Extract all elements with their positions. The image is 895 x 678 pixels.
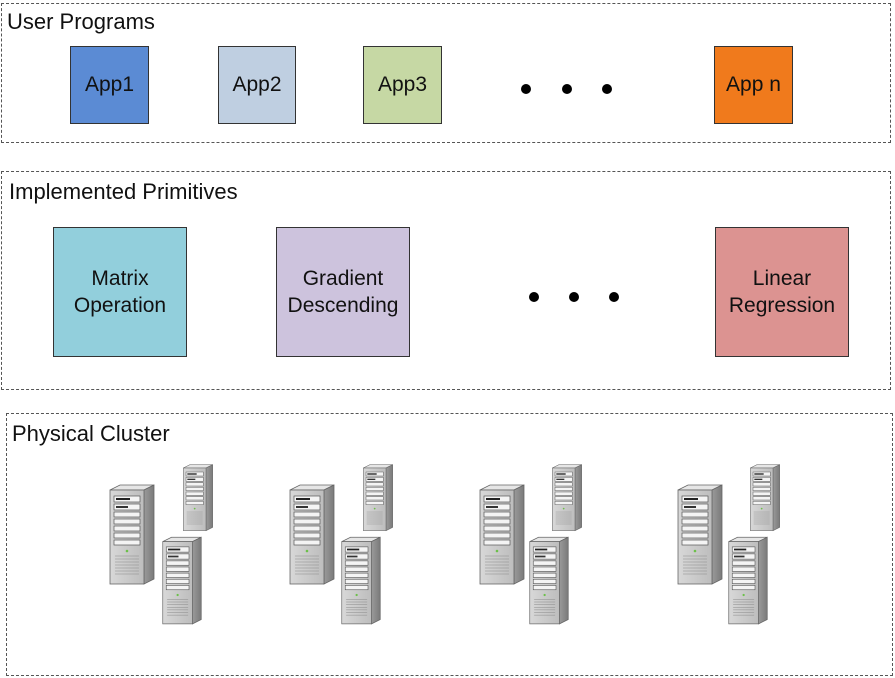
server-tower-icon bbox=[340, 536, 382, 626]
server-tower-icon bbox=[727, 536, 769, 626]
server-tower-icon bbox=[181, 464, 215, 532]
app-box-app1[interactable]: App1 bbox=[70, 46, 149, 124]
app-label: App n bbox=[726, 73, 781, 96]
ellipsis-dot bbox=[521, 84, 531, 94]
physical-cluster-layer: Physical Cluster bbox=[6, 413, 893, 676]
primitive-label: Matrix Operation bbox=[73, 267, 167, 317]
server-tower-icon bbox=[478, 484, 526, 586]
primitive-box-gradient-descending[interactable]: Gradient Descending bbox=[276, 227, 410, 357]
primitive-box-matrix-operation[interactable]: Matrix Operation bbox=[53, 227, 187, 357]
primitive-label: Gradient Descending bbox=[287, 267, 399, 317]
ellipsis-dot bbox=[569, 292, 579, 302]
layer-title-implemented-primitives: Implemented Primitives bbox=[9, 179, 238, 204]
app-label: App3 bbox=[377, 73, 428, 96]
primitive-box-linear-regression[interactable]: Linear Regression bbox=[715, 227, 849, 357]
ellipsis-dot bbox=[529, 292, 539, 302]
server-tower-icon bbox=[528, 536, 570, 626]
app-box-app2[interactable]: App2 bbox=[218, 46, 296, 124]
ellipsis-dot bbox=[609, 292, 619, 302]
primitive-label: Linear Regression bbox=[728, 267, 836, 317]
app-box-app3[interactable]: App3 bbox=[363, 46, 442, 124]
server-tower-icon bbox=[748, 464, 782, 532]
server-tower-icon bbox=[361, 464, 395, 532]
server-tower-icon bbox=[550, 464, 584, 532]
app-box-app-n[interactable]: App n bbox=[714, 46, 793, 124]
app-label: App1 bbox=[84, 73, 135, 96]
ellipsis-dot bbox=[602, 84, 612, 94]
server-tower-icon bbox=[108, 484, 156, 586]
layer-title-physical-cluster: Physical Cluster bbox=[12, 421, 170, 446]
layer-title-user-programs: User Programs bbox=[7, 9, 155, 34]
ellipsis-dot bbox=[562, 84, 572, 94]
server-tower-icon bbox=[676, 484, 724, 586]
user-programs-layer: User Programs App1 App2 App3 App n bbox=[1, 3, 891, 143]
server-tower-icon bbox=[161, 536, 203, 626]
server-tower-icon bbox=[288, 484, 336, 586]
app-label: App2 bbox=[232, 73, 282, 96]
implemented-primitives-layer: Implemented Primitives Matrix Operation … bbox=[1, 171, 891, 390]
